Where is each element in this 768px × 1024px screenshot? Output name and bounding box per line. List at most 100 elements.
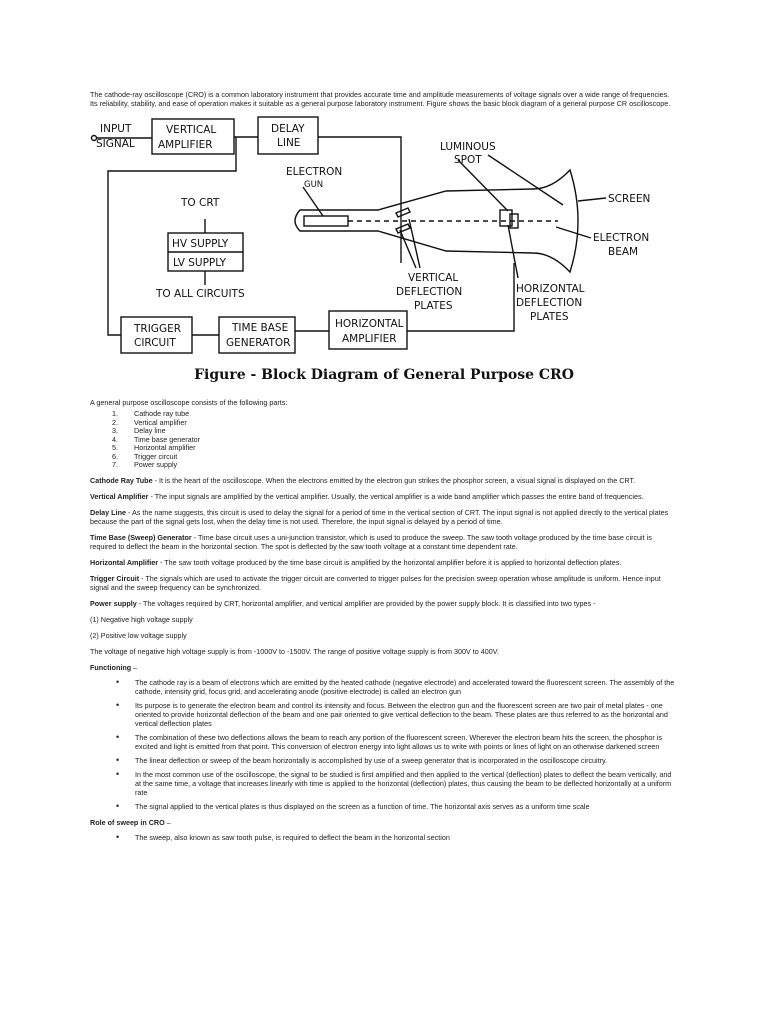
block-diagram-svg: INPUT SIGNAL VERTICAL AMPLIFIER DELAY LI…: [90, 116, 650, 354]
bullet-icon: •: [116, 800, 120, 811]
vertical-amplifier-label-2: AMPLIFIER: [158, 139, 213, 151]
luminous-spot-label-1: LUMINOUS: [440, 141, 496, 153]
list-label: Vertical amplifier: [134, 417, 187, 427]
definition-term: Delay Line: [90, 507, 126, 517]
parts-list: 1.Cathode ray tube 2.Vertical amplifier …: [90, 409, 678, 470]
definition-delay-line: Delay Line - As the name suggests, this …: [90, 508, 678, 526]
voltage-range: The voltage of negative high voltage sup…: [90, 646, 499, 656]
definition-text: - Time base circuit uses a uni-junction …: [90, 532, 652, 551]
horizontal-plate: [499, 209, 513, 227]
sweep-list: • The sweep, also known as saw tooth puls…: [90, 831, 678, 842]
list-number: 7.: [112, 460, 118, 469]
horizontal-amplifier-label-2: AMPLIFIER: [342, 333, 397, 345]
definition-term: Cathode Ray Tube: [90, 475, 153, 485]
definition-power-supply: Power supply - The voltages required by …: [90, 599, 678, 608]
list-label: Delay line: [134, 426, 166, 435]
trigger-circuit-label-1: TRIGGER: [133, 323, 181, 335]
bullet-text: In the most common use of the oscillosco…: [135, 769, 672, 797]
document-page: The cathode-ray oscilloscope (CRO) is a …: [90, 90, 678, 849]
electron-gun-label-2: GUN: [304, 180, 323, 190]
bullet-text: Its purpose is to generate the electron …: [135, 700, 668, 728]
to-crt-label: TO CRT: [180, 197, 220, 209]
vertical-amplifier-label-1: VERTICAL: [166, 124, 216, 136]
cro-block-diagram: INPUT SIGNAL VERTICAL AMPLIFIER DELAY LI…: [90, 115, 678, 360]
intro-paragraph: The cathode-ray oscilloscope (CRO) is a …: [90, 90, 671, 108]
electron-gun-label-1: ELECTRON: [286, 166, 342, 178]
definition-text: - The voltages required by CRT, horizont…: [136, 598, 596, 608]
time-base-label-2: GENERATOR: [226, 337, 290, 349]
list-item: • Its purpose is to generate the electron…: [90, 699, 678, 728]
heading-suffix: –: [131, 662, 138, 672]
delay-to-vertical-plates-wire: [318, 136, 402, 263]
crt-tube-envelope: [294, 168, 579, 274]
list-label: Power supply: [134, 460, 178, 469]
delay-line-block: [257, 116, 319, 155]
functioning-list: • The cathode ray is a beam of electrons …: [90, 676, 678, 811]
definition-text: - The saw tooth voltage produced by the …: [158, 557, 622, 567]
bullet-icon: •: [116, 831, 120, 842]
horizontal-deflection-label-3: PLATES: [530, 311, 569, 323]
bullet-text: The signal applied to the vertical plate…: [135, 801, 590, 811]
list-number: 6.: [112, 451, 118, 461]
electron-gun: [303, 215, 349, 227]
definition-term: Horizontal Amplifier: [90, 557, 159, 567]
bullet-icon: •: [116, 731, 120, 742]
trigger-feed-wire: [107, 137, 237, 336]
list-item: • The sweep, also known as saw tooth puls…: [90, 831, 678, 842]
bullet-icon: •: [116, 676, 120, 687]
electron-beam-label-2: BEAM: [608, 246, 638, 258]
definition-text: - As the name suggests, this circuit is …: [90, 507, 669, 526]
list-label: Horizontal amplifier: [134, 443, 196, 452]
definition-crt: Cathode Ray Tube - It is the heart of th…: [90, 476, 678, 485]
bullet-text: The cathode ray is a beam of electrons w…: [135, 677, 675, 696]
functioning-heading: Functioning –: [90, 663, 678, 672]
list-label: Cathode ray tube: [134, 409, 190, 418]
list-item: 2. Vertical amplifier: [112, 417, 678, 428]
parts-intro: A general purpose oscilloscope consists …: [90, 398, 288, 407]
supply-type-positive: (2) Positive low voltage supply: [90, 630, 187, 640]
list-item: 1. Cathode ray tube: [112, 409, 678, 419]
delay-line-label-2: LINE: [277, 137, 300, 149]
list-number: 3.: [112, 426, 118, 435]
supply-type-negative: (1) Negative high voltage supply: [90, 614, 193, 624]
list-item: • The linear deflection or sweep of the b…: [90, 754, 678, 765]
horizontal-deflection-label-1: HORIZONTAL: [516, 283, 585, 295]
list-item: 4.Time base generator: [112, 434, 678, 445]
bullet-icon: •: [116, 699, 120, 710]
input-label: INPUT: [100, 123, 132, 135]
heading-text: Role of sweep in CRO: [90, 817, 165, 827]
bullet-text: The combination of these two deflections…: [135, 732, 662, 751]
definition-time-base: Time Base (Sweep) Generator - Time base …: [90, 533, 678, 551]
list-number: 1.: [112, 409, 118, 418]
lv-supply-label: LV SUPPLY: [173, 257, 227, 269]
definition-vertical-amplifier: Vertical Amplifier - The input signals a…: [90, 492, 678, 501]
horizontal-amplifier-label-1: HORIZONTAL: [335, 318, 404, 330]
hamp-to-horizontal-plates-wire: [407, 263, 515, 332]
definition-text: - The signals which are used to activate…: [90, 573, 661, 592]
heading-text: Functioning: [90, 662, 132, 672]
list-item: • The signal applied to the vertical plat…: [90, 800, 678, 811]
luminous-spot-label-2: SPOT: [454, 154, 482, 166]
definition-term: Trigger Circuit: [90, 573, 140, 583]
horizontal-deflection-label-2: DEFLECTION: [516, 297, 582, 309]
list-item: 7. Power supply: [112, 460, 678, 470]
list-item: • The combination of these two deflection…: [90, 731, 678, 751]
list-number: 4.: [112, 434, 118, 444]
bullet-icon: •: [116, 754, 120, 765]
vertical-deflection-label-3: PLATES: [414, 300, 453, 312]
list-item: 3. Delay line: [112, 426, 678, 436]
vertical-plate-bottom: [395, 223, 411, 234]
trigger-circuit-label-2: CIRCUIT: [134, 337, 176, 349]
list-number: 2.: [112, 417, 118, 427]
electron-beam-label-1: ELECTRON: [593, 232, 649, 244]
horizontal-amplifier-block: [328, 310, 408, 350]
bullet-text: The linear deflection or sweep of the be…: [135, 755, 608, 765]
bullet-text: The sweep, also known as saw tooth pulse…: [135, 832, 450, 842]
heading-suffix: –: [164, 817, 171, 827]
definition-text: - The input signals are amplified by the…: [148, 491, 644, 501]
list-item: • In the most common use of the oscillosc…: [90, 768, 678, 797]
vertical-deflection-label-1: VERTICAL: [408, 272, 458, 284]
vertical-plate-top: [395, 207, 411, 218]
bullet-icon: •: [116, 768, 120, 779]
list-item: 5.Horizontal amplifier: [112, 443, 678, 453]
